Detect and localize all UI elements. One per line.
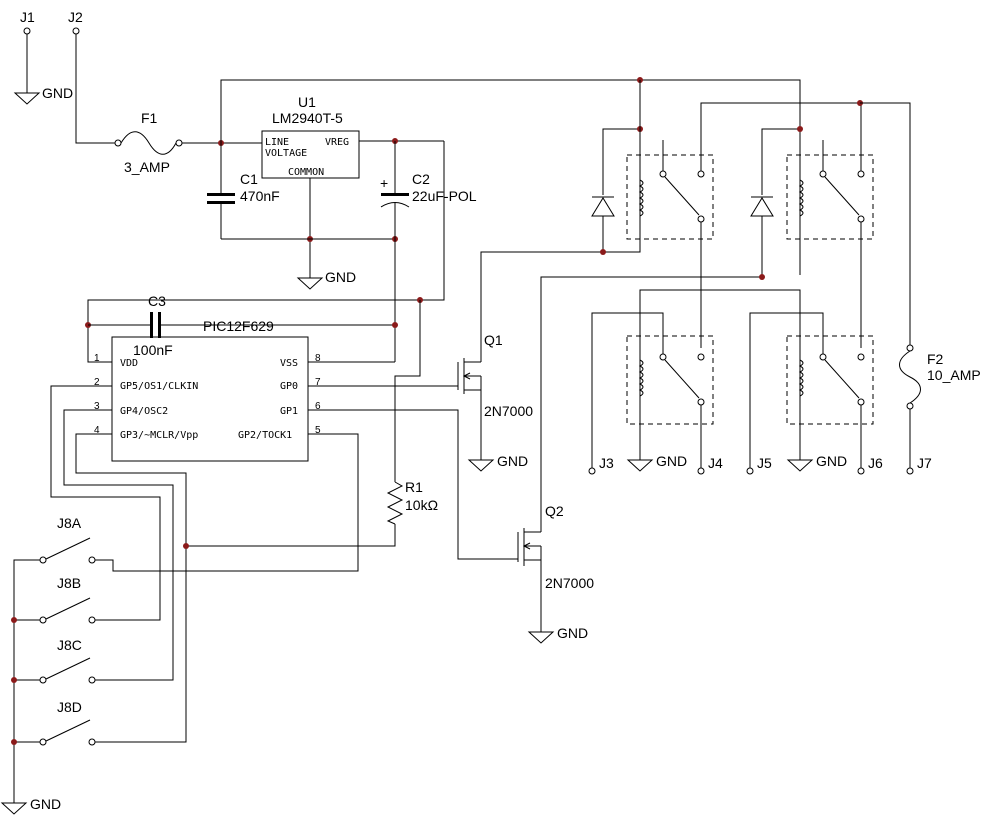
relay-2-box: [786, 154, 874, 240]
pin-3-num: 3: [94, 401, 100, 412]
pin-4-num: 4: [94, 425, 100, 436]
j8d-label: J8D: [57, 699, 82, 715]
pin-8-name: VSS: [280, 358, 298, 369]
switch-j8d: J8D: [39, 699, 96, 746]
q1-ref: Q1: [484, 332, 503, 348]
j5-label: J5: [757, 455, 772, 471]
c3-ref: C3: [148, 293, 166, 309]
pin-5-num: 5: [315, 425, 321, 436]
connector-j3: J3: [588, 455, 614, 475]
j8c-label: J8C: [57, 637, 82, 653]
microcontroller-pic12f629: PIC12F629 1 VDD 2 GP5/OS1/CLKIN 3 GP4/OS…: [94, 318, 321, 462]
relay-3: [638, 353, 705, 406]
j1-label: J1: [20, 9, 35, 25]
connector-j6: J6: [857, 455, 883, 475]
gnd-label: GND: [42, 85, 73, 101]
u1-part: LM2940T-5: [272, 110, 343, 126]
c1-value: 470nF: [240, 188, 280, 204]
gnd-label: GND: [30, 796, 61, 812]
gnd-symbol-j1: GND: [13, 85, 73, 105]
j2-label: J2: [68, 9, 83, 25]
diode-d1: [591, 196, 615, 217]
pin-6-name: GP1: [280, 406, 298, 417]
j7-label: J7: [917, 455, 932, 471]
switch-j8b: J8B: [39, 575, 96, 624]
relay-2: [798, 170, 865, 223]
u1-pin-common: COMMON: [288, 167, 324, 178]
j6-label: J6: [868, 455, 883, 471]
f1-value: 3_AMP: [124, 159, 170, 175]
relay-3-box: [626, 335, 714, 425]
q2-part: 2N7000: [545, 575, 594, 591]
mcu-part: PIC12F629: [203, 318, 274, 334]
c2-polarity: +: [380, 175, 388, 191]
j4-label: J4: [708, 455, 723, 471]
capacitor-c2: + C2 22uF-POL: [380, 141, 477, 362]
capacitor-c3: C3 100nF: [133, 293, 173, 358]
connector-j4: J4: [697, 455, 723, 475]
q2-ref: Q2: [545, 503, 564, 519]
fuse-f1: F1 3_AMP: [114, 110, 183, 175]
q1-part: 2N7000: [484, 403, 533, 419]
capacitor-c1: C1 470nF: [207, 143, 280, 239]
r1-value: 10kΩ: [405, 497, 438, 513]
fuse-f2: F2 10_AMP: [899, 344, 981, 410]
f1-ref: F1: [141, 110, 158, 126]
transistor-q1: Q1 2N7000: [457, 332, 533, 419]
pin-5-name: GP2/TOCK1: [238, 430, 292, 441]
c2-ref: C2: [412, 171, 430, 187]
pin-7-num: 7: [315, 377, 321, 388]
j8a-label: J8A: [57, 515, 82, 531]
relay-1-box: [626, 154, 714, 240]
pin-3-name: GP4/OSC2: [120, 406, 168, 417]
gnd-symbol-relay-3: GND: [626, 453, 687, 472]
f2-value: 10_AMP: [927, 367, 981, 383]
u1-pin-vreg: VREG: [325, 137, 349, 148]
gnd-label: GND: [325, 269, 356, 285]
pin-4-name: GP3/~MCLR/Vpp: [120, 430, 198, 441]
c1-ref: C1: [240, 171, 258, 187]
transistor-q2: Q2 2N7000: [517, 503, 594, 591]
gnd-symbol-relay-4: GND: [786, 453, 847, 472]
gnd-symbol-regulator: GND: [296, 269, 356, 290]
pin-7-name: GP0: [280, 381, 298, 392]
relay-1: [638, 80, 705, 252]
relay-4-box: [786, 335, 874, 425]
diode-d2: [750, 196, 774, 217]
f2-ref: F2: [927, 351, 944, 367]
gnd-symbol-q1: GND: [467, 453, 528, 472]
pin-8-num: 8: [315, 353, 321, 364]
u1-ref: U1: [298, 94, 316, 110]
gnd-label: GND: [497, 453, 528, 469]
regulator-u1: U1 LM2940T-5 LINE VOLTAGE VREG COMMON: [261, 94, 360, 179]
u1-pin-voltage: VOLTAGE: [265, 148, 307, 159]
j3-label: J3: [599, 455, 614, 471]
c3-value: 100nF: [133, 342, 173, 358]
u1-pin-line: LINE: [265, 137, 289, 148]
resistor-r1: R1 10kΩ: [186, 300, 438, 547]
pin-2-name: GP5/OS1/CLKIN: [120, 381, 198, 392]
pin-6-num: 6: [315, 401, 321, 412]
connector-j7: J7: [906, 455, 932, 475]
pin-2-num: 2: [94, 377, 100, 388]
switch-j8a: J8A: [39, 515, 96, 564]
gnd-symbol-switches: GND: [0, 796, 61, 815]
pin-1-num: 1: [94, 353, 100, 364]
c2-value: 22uF-POL: [412, 188, 477, 204]
r1-ref: R1: [405, 479, 423, 495]
connector-j1: J1: [20, 9, 35, 93]
relay-4: [798, 353, 865, 406]
j8b-label: J8B: [57, 575, 81, 591]
gnd-label: GND: [816, 453, 847, 469]
connector-j2: J2: [68, 9, 115, 144]
gnd-label: GND: [557, 625, 588, 641]
pin-1-name: VDD: [120, 358, 138, 369]
switch-j8c: J8C: [39, 637, 96, 684]
connector-j5: J5: [746, 455, 772, 475]
gnd-label: GND: [656, 453, 687, 469]
gnd-symbol-q2: GND: [527, 625, 588, 644]
